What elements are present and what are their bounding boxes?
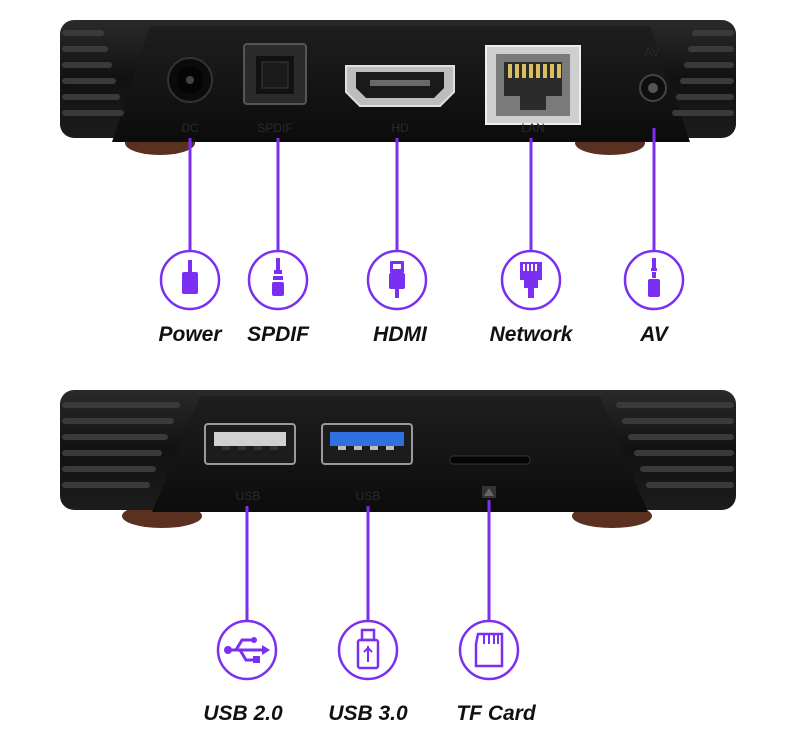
usb2-port — [204, 423, 296, 465]
audio-jack-icon — [272, 258, 284, 296]
usb2-label: USB 2.0 — [203, 702, 283, 725]
usb-symbol-icon — [224, 637, 270, 663]
hdmi-cable-icon — [389, 261, 405, 298]
av-label: AV — [640, 323, 668, 346]
power-plug-icon — [182, 260, 198, 294]
network-label: Network — [489, 323, 573, 346]
usb3-marking: USB — [356, 489, 381, 503]
ethernet-plug-icon — [520, 262, 542, 298]
usb2-marking: USB — [236, 489, 261, 503]
tf-card-label: TF Card — [456, 702, 536, 725]
usb3-label: USB 3.0 — [328, 702, 408, 725]
bottom-tv-box: USB USB — [60, 390, 736, 528]
top-connector-lines — [188, 128, 656, 250]
right-vents — [616, 402, 734, 488]
hdmi-label: HDMI — [373, 323, 427, 346]
left-vents — [62, 402, 180, 488]
right-vents — [672, 30, 734, 116]
av-port — [639, 74, 667, 102]
dc-port — [167, 57, 213, 103]
spdif-label: SPDIF — [247, 323, 309, 346]
lan-port — [485, 45, 581, 125]
spdif-marking: SPDIF — [257, 121, 292, 135]
usb3-port — [321, 423, 413, 465]
hd-marking: HD — [391, 121, 409, 135]
sd-card-icon — [474, 632, 504, 668]
spdif-port — [243, 43, 307, 105]
left-vents — [62, 30, 124, 116]
av-jack-icon — [648, 258, 660, 297]
dc-marking: DC — [181, 121, 199, 135]
tf-slot — [449, 455, 531, 498]
lan-marking: LAN — [521, 121, 544, 135]
power-label: Power — [158, 323, 222, 346]
bottom-connector-lines — [245, 500, 491, 622]
hdmi-port — [345, 65, 455, 107]
usb-stick-icon — [356, 628, 380, 670]
tf-icon-circle — [458, 619, 520, 681]
top-tv-box: DC SPDIF HD LAN AV — [60, 20, 736, 155]
av-marking: AV — [644, 45, 659, 59]
